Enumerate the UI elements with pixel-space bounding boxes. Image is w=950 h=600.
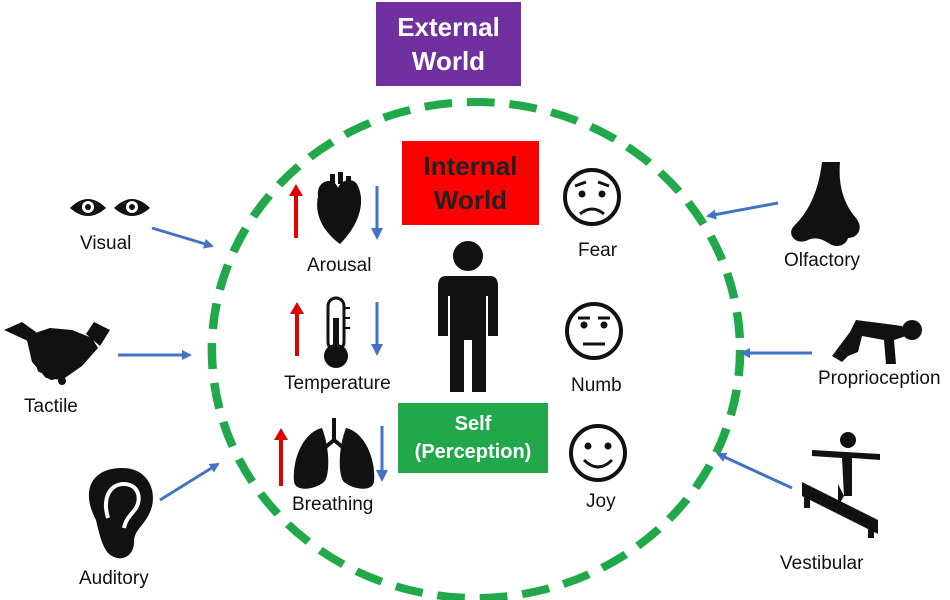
breathing-up-arrow — [274, 428, 288, 486]
self-line2: (Perception) — [414, 441, 532, 463]
handshake-icon — [4, 322, 110, 385]
balance-beam-icon — [802, 432, 880, 538]
person-icon — [438, 241, 498, 392]
visual-arrow — [151, 226, 214, 249]
external-world-line1: External — [397, 12, 500, 42]
smiling-face-icon — [569, 424, 627, 482]
visual-label: Visual — [80, 233, 132, 254]
self-perception-box: Self (Perception) — [398, 403, 548, 473]
breathing-label: Breathing — [292, 494, 374, 515]
temperature-label: Temperature — [284, 373, 391, 394]
crawling-person-icon — [832, 320, 922, 364]
internal-world-line2: World — [433, 185, 508, 215]
internal-world-line1: Internal — [423, 151, 518, 181]
arousal-up-arrow — [289, 184, 303, 238]
eyes-icon — [70, 199, 150, 216]
olfactory-label: Olfactory — [784, 250, 861, 271]
arousal-down-arrow — [371, 186, 383, 240]
heart-icon — [317, 172, 362, 244]
vestibular-arrow — [716, 452, 793, 490]
worried-face-icon — [563, 168, 621, 226]
arousal-label: Arousal — [307, 255, 372, 276]
olfactory-arrow — [706, 201, 779, 220]
temperature-down-arrow — [371, 302, 383, 356]
fear-label: Fear — [578, 240, 618, 261]
proprioception-label: Proprioception — [818, 368, 941, 389]
ear-icon — [88, 468, 153, 559]
breathing-down-arrow — [376, 426, 388, 482]
thermometer-icon — [324, 296, 350, 368]
temperature-up-arrow — [290, 302, 304, 356]
neutral-face-icon — [565, 302, 623, 360]
auditory-arrow — [159, 462, 220, 502]
numb-label: Numb — [571, 375, 622, 396]
auditory-label: Auditory — [79, 568, 149, 589]
lungs-icon — [293, 418, 375, 489]
external-world-line2: World — [411, 46, 486, 76]
self-line1: Self — [454, 413, 492, 435]
vestibular-label: Vestibular — [780, 553, 864, 574]
tactile-label: Tactile — [24, 396, 78, 417]
joy-label: Joy — [586, 491, 616, 512]
nose-icon — [791, 162, 860, 246]
